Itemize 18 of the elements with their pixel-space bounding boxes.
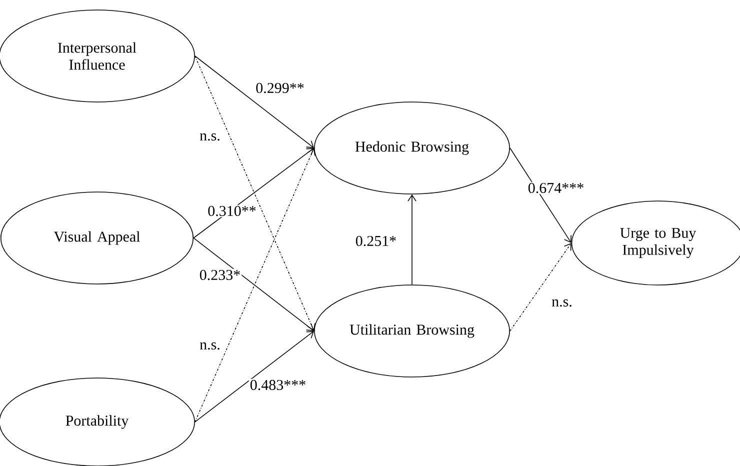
edge-label: 0.674*** xyxy=(526,182,586,194)
edge-label: 0.310** xyxy=(206,204,258,218)
arrow xyxy=(194,56,314,148)
edge-label: 0.233* xyxy=(198,268,242,282)
arrow xyxy=(193,148,314,238)
edge-label: 0.299** xyxy=(254,82,306,94)
edge-label: n.s. xyxy=(198,132,222,142)
arrow xyxy=(194,331,314,422)
edge-label: n.s. xyxy=(550,298,574,308)
arrow xyxy=(194,56,316,331)
arrow xyxy=(510,148,572,243)
arrow xyxy=(408,194,416,285)
edge-label: 0.483*** xyxy=(248,378,308,392)
arrow xyxy=(510,243,572,332)
edge-label: n.s. xyxy=(198,341,222,351)
arrow xyxy=(193,238,314,331)
arrow xyxy=(194,148,316,422)
edge-label: 0.251* xyxy=(354,234,398,248)
